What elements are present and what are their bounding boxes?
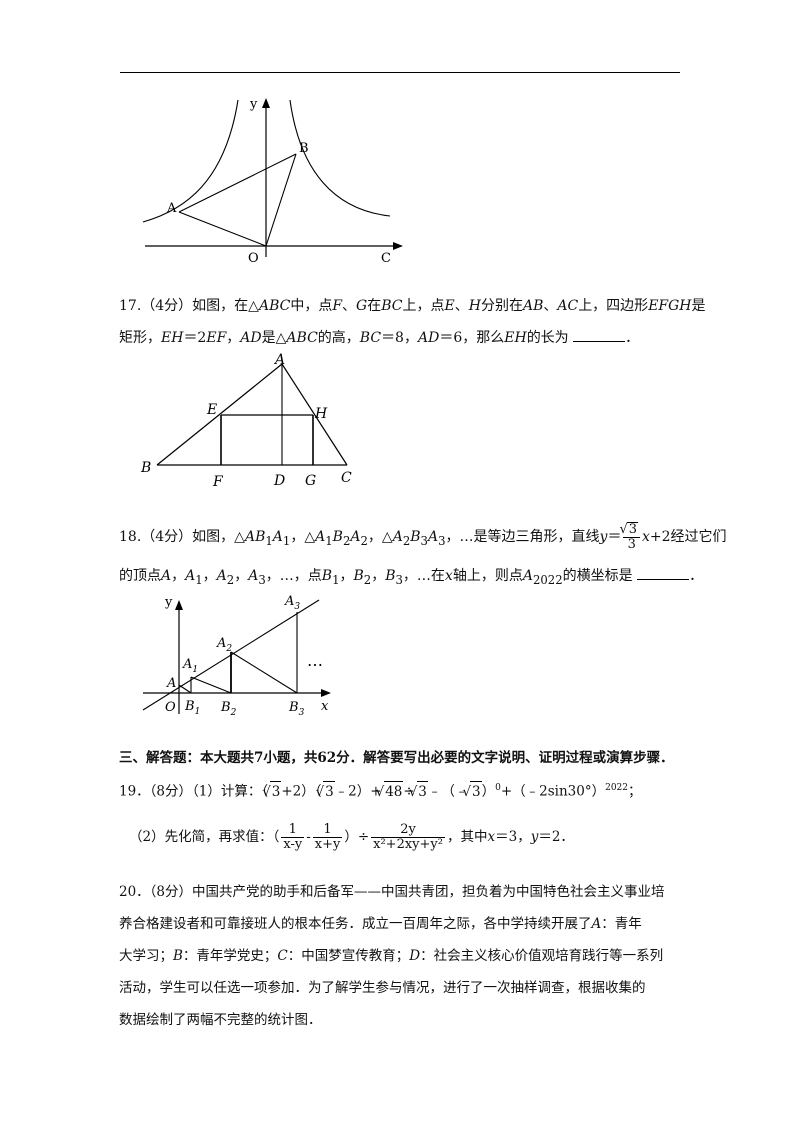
fig18-a-label: A [166, 676, 176, 691]
fig17-h-label: H [314, 406, 328, 422]
q17-answer-blank[interactable] [573, 329, 626, 342]
q20-line4: 活动，学生可以任选一项参加．为了解学生参与情况，进行了一次抽样调查，根据收集的 [119, 980, 646, 996]
q20-line3: 大学习；B：青年学党史；C：中国梦宣传教育；D：社会主义核心价值观培育践行等一系… [119, 948, 664, 964]
q20-line2: 养合格建设者和可靠接班人的根本任务．成立一百周年之际，各中学持续开展了A：青年 [119, 916, 642, 932]
q17-line2: 矩形，EH＝2EF，AD是△ABC的高，BC＝8，AD＝6，那么EH的长为 ． [119, 329, 640, 346]
q17-line1: 17.（4分）如图，在△ABC中，点F、G在BC上，点E、H分别在AB、AC上，… [119, 298, 706, 314]
fig18-b3-label: B3 [288, 700, 305, 718]
fig17-f-label: F [212, 474, 224, 490]
q20-line1: 20．（8分）中国共产党的助手和后备军——中国共青团，担负着为中国特色社会主义事… [119, 884, 665, 900]
fig17-c-label: C [341, 470, 352, 486]
header-rule [120, 72, 680, 73]
fig16-a-label: A [166, 201, 177, 216]
fig16-c-label: C [381, 251, 391, 266]
fig18-x-label: x [321, 699, 329, 714]
figure-17: A E H B F D G C [140, 352, 352, 490]
fig17-d-label: D [273, 473, 285, 489]
q19-line1: 19．（8分）（1）计算：（3+2）（3﹣2）+48÷3﹣（﹣3）0+（﹣2si… [119, 778, 642, 802]
fig17-e-label: E [206, 402, 217, 418]
fig18-y-label: y [164, 595, 173, 610]
q18-line1: 18.（4分）如图，△AB1A1，△A1B2A2，△A2B3A3，…是等边三角形… [119, 522, 727, 554]
figure-16: y B A O C [142, 97, 403, 266]
q18-answer-blank[interactable] [637, 567, 690, 580]
fig18-a2-label: A2 [216, 636, 232, 654]
fig16-o-label: O [248, 251, 259, 266]
fig17-b-label: B [140, 460, 151, 476]
section3-heading: 三、解答题：本大题共7小题，共62分．解答要写出必要的文字说明、证明过程或演算步… [119, 750, 674, 766]
fig16-y-label: y [249, 97, 258, 112]
figure-18: y A3 A2 A1 A … O B1 B2 B3 x [142, 594, 331, 718]
q18-line2: 的顶点A，A1，A2，A3，…，点B1，B2，B3，…在x轴上，则点A2022的… [119, 567, 704, 587]
fig18-b1-label: B1 [184, 699, 200, 717]
fig17-a-label: A [273, 352, 285, 368]
q20-line5: 数据绘制了两幅不完整的统计图． [119, 1012, 322, 1028]
fig17-g-label: G [305, 473, 316, 489]
fig18-b2-label: B2 [220, 700, 237, 718]
fig18-dots: … [307, 651, 323, 670]
q18-slope-fraction: 33 [623, 522, 641, 552]
fig18-o-label: O [165, 700, 176, 715]
fig16-b-label: B [299, 141, 309, 156]
fig18-a3-label: A3 [284, 594, 300, 612]
fig18-a1-label: A1 [182, 657, 198, 675]
